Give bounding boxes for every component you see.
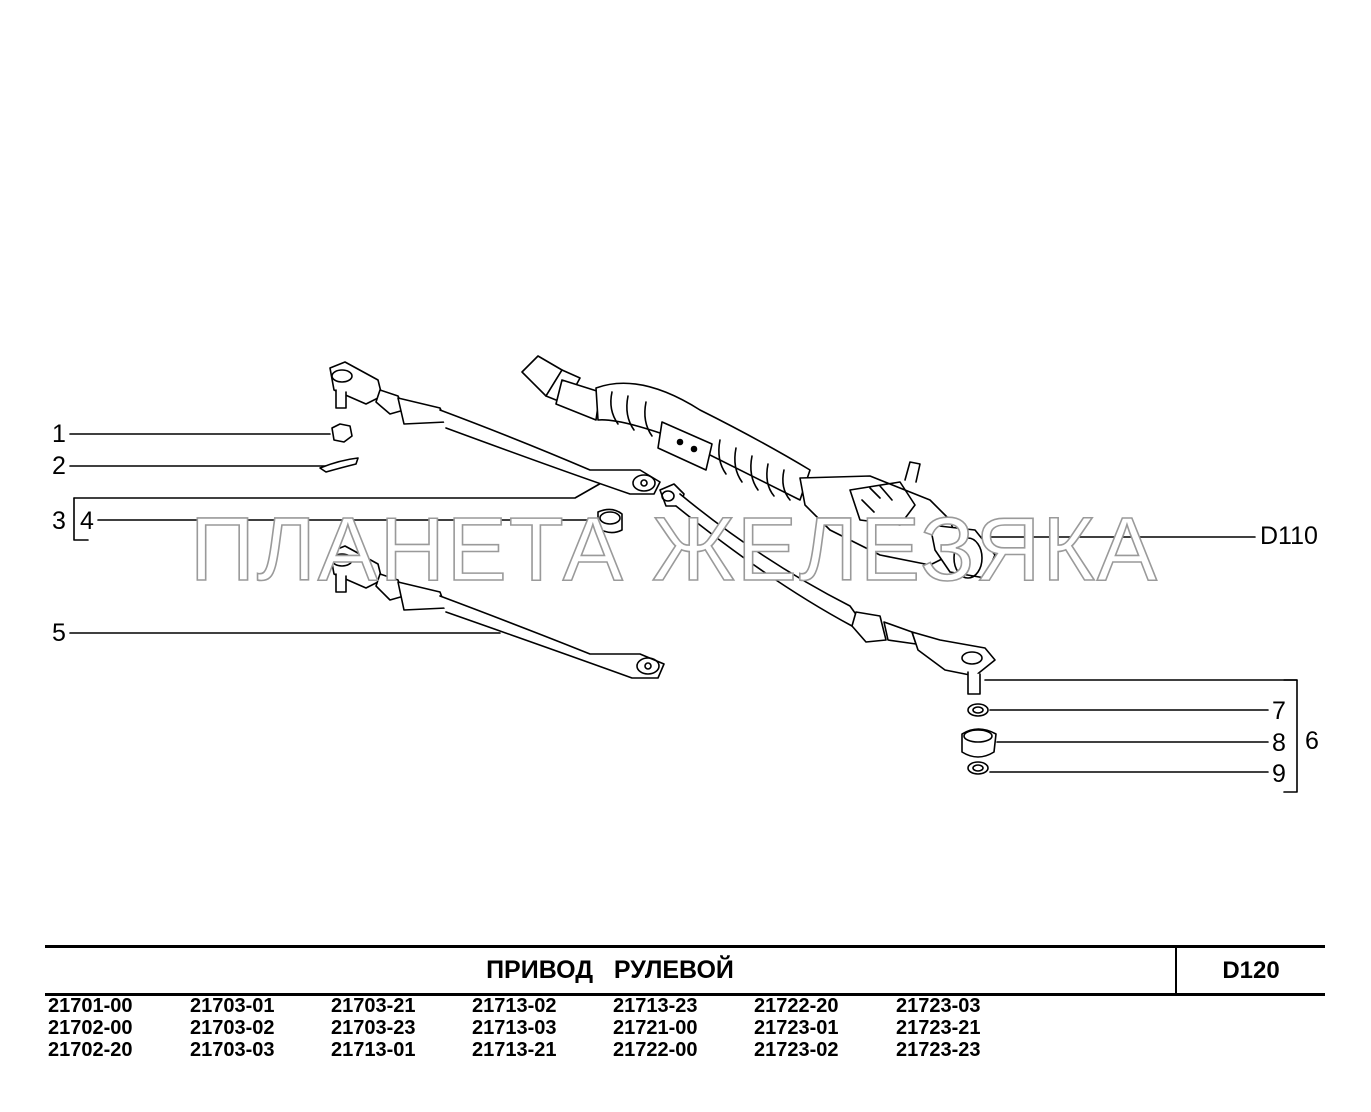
callout-9: 9 [1272,760,1286,788]
callout-8: 8 [1272,729,1286,757]
model-code: 21713-21 [472,1039,557,1061]
model-code: 21703-02 [190,1017,275,1039]
ball-joint-parts [961,703,997,775]
callout-2: 2 [52,452,66,480]
title-divider [1175,948,1177,993]
callout-3: 3 [52,507,66,535]
model-code: 21713-23 [613,995,698,1017]
watermark: ПЛАНЕТА ЖЕЛЕЗЯКА [189,500,1159,600]
page-title: ПРИВОД РУЛЕВОЙ [486,956,734,984]
model-column: 21722-20 21723-01 21723-02 [754,995,894,1061]
callout-6: 6 [1305,727,1319,755]
right-tie-rod [659,483,996,695]
model-code: 21703-01 [190,995,275,1017]
model-code: 21723-01 [754,1017,839,1039]
leader-lines [69,433,1298,793]
callout-7: 7 [1272,697,1286,725]
model-column: 21703-21 21703-23 21713-01 [331,995,471,1061]
model-code: 21703-21 [331,995,416,1017]
model-column: 21701-00 21702-00 21702-20 [48,995,188,1061]
model-code: 21702-00 [48,1017,133,1039]
steering-drive-diagram [69,355,1298,793]
steering-rack [521,355,996,579]
upper-tie-rod [329,361,661,495]
model-code: 21722-20 [754,995,839,1017]
model-column: 21713-02 21713-03 21713-21 [472,995,612,1061]
small-parts [319,423,623,534]
model-code: 21701-00 [48,995,133,1017]
callout-1: 1 [52,420,66,448]
model-code: 21713-03 [472,1017,557,1039]
model-code: 21713-02 [472,995,557,1017]
model-code: 21721-00 [613,1017,698,1039]
model-code: 21723-02 [754,1039,839,1061]
model-code: 21723-23 [896,1039,981,1061]
callout-4: 4 [80,507,94,535]
title-block: ПРИВОД РУЛЕВОЙ D120 [45,945,1325,996]
model-code: 21723-03 [896,995,981,1017]
model-column: 21703-01 21703-02 21703-03 [190,995,330,1061]
callout-5: 5 [52,619,66,647]
model-code: 21713-01 [331,1039,416,1061]
section-code: D120 [1222,956,1280,984]
model-column: 21723-03 21723-21 21723-23 [896,995,1036,1061]
model-code: 21723-21 [896,1017,981,1039]
lower-tie-rod [329,545,665,679]
callout-ref-d110: D110 [1260,522,1318,550]
model-code: 21703-03 [190,1039,275,1061]
model-code: 21702-20 [48,1039,133,1061]
model-code: 21703-23 [331,1017,416,1039]
model-code: 21722-00 [613,1039,698,1061]
model-column: 21713-23 21721-00 21722-00 [613,995,753,1061]
